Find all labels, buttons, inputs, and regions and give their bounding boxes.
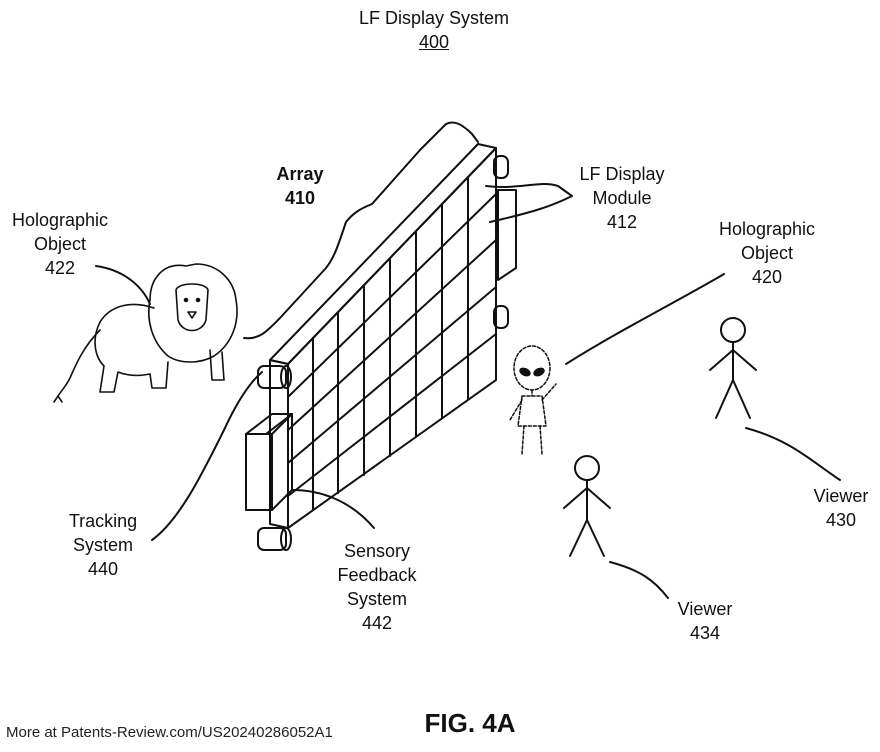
holo-alien-text-1: Holographic (718, 219, 816, 239)
holo-alien-label: Holographic Object 420 (719, 217, 815, 289)
alien-icon (509, 345, 557, 455)
tracking-text-2: System (72, 535, 134, 555)
sensory-text-2: Feedback (337, 565, 417, 585)
module-number: 412 (606, 212, 638, 232)
leader-tracking (151, 371, 263, 541)
lion-icon (53, 263, 238, 403)
viewer-434-text: Viewer (677, 599, 733, 619)
viewer-434-label: Viewer 434 (678, 597, 733, 645)
holo-lion-number: 422 (44, 258, 76, 278)
viewer-430-label: Viewer 430 (814, 484, 869, 532)
holo-lion-label: Holographic Object 422 (12, 208, 108, 280)
footer-link-text: More at Patents-Review.com/US20240286052… (6, 724, 333, 741)
holo-lion-text-2: Object (33, 234, 87, 254)
alien-eyes (519, 367, 545, 377)
array-label: Array 410 (276, 162, 323, 210)
leader-holo-alien (565, 273, 725, 365)
sensory-number: 442 (361, 613, 393, 633)
holo-alien-number: 420 (751, 267, 783, 287)
module-label: LF Display Module 412 (579, 162, 664, 234)
holo-lion-text-1: Holographic (11, 210, 109, 230)
viewer-430-number: 430 (825, 510, 857, 530)
leader-module (485, 183, 573, 223)
title-number: 400 (418, 32, 450, 52)
tracking-text-1: Tracking (68, 511, 138, 531)
tracking-number: 440 (87, 559, 119, 579)
stick-figure-icon (563, 455, 611, 557)
title-text: LF Display System (358, 8, 510, 28)
module-text-1: LF Display (579, 164, 665, 184)
viewer-430-text: Viewer (813, 486, 869, 506)
array-brace (243, 121, 479, 340)
array-text: Array (276, 164, 324, 184)
leader-viewer-430 (745, 427, 841, 481)
sensory-text-1: Sensory (343, 541, 411, 561)
array-number: 410 (284, 188, 316, 208)
leader-viewer-434 (609, 561, 669, 599)
title-label: LF Display System 400 (359, 6, 509, 54)
sensory-label: Sensory Feedback System 442 (337, 539, 416, 635)
leader-holo-lion (95, 265, 151, 305)
tracking-label: Tracking System 440 (69, 509, 137, 581)
tracking-system-sensors (257, 155, 509, 551)
leader-sensory (291, 489, 375, 529)
viewer-434-number: 434 (689, 623, 721, 643)
sensory-text-3: System (346, 589, 407, 609)
module-text-2: Module (592, 188, 652, 208)
holo-alien-text-2: Object (740, 243, 794, 263)
lf-display-array (269, 143, 497, 529)
display-module-box (497, 189, 517, 281)
stick-figure-icon (709, 317, 757, 419)
figure-label: FIG. 4A (424, 708, 516, 738)
